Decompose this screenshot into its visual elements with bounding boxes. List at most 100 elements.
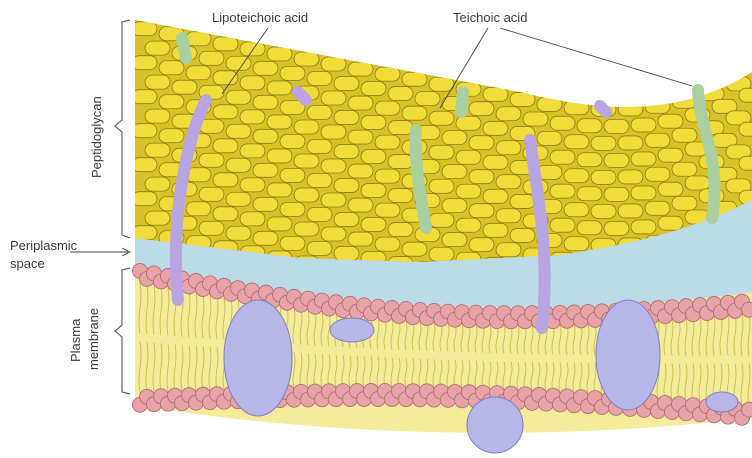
peptidoglycan-unit bbox=[199, 221, 224, 235]
peptidoglycan-unit bbox=[226, 226, 251, 240]
peptidoglycan-unit bbox=[496, 243, 521, 257]
peptidoglycan-unit bbox=[456, 116, 481, 130]
phospholipid-head bbox=[742, 302, 752, 317]
peptidoglycan-unit bbox=[591, 204, 616, 218]
peptidoglycan-unit bbox=[226, 192, 251, 206]
peptidoglycan-unit bbox=[280, 236, 305, 250]
peptidoglycan-unit bbox=[739, 156, 752, 170]
peptidoglycan-unit bbox=[375, 169, 400, 183]
peptidoglycan-unit bbox=[577, 187, 602, 201]
teichoic-leader-2 bbox=[500, 28, 692, 86]
peptidoglycan-unit bbox=[348, 232, 373, 246]
peptidoglycan-unit bbox=[348, 164, 373, 178]
peptidoglycan-unit bbox=[469, 238, 494, 252]
peptidoglycan-unit bbox=[334, 144, 359, 158]
peptidoglycan-unit bbox=[361, 150, 386, 164]
peptidoglycan-unit bbox=[145, 177, 170, 191]
peptidoglycan-unit bbox=[604, 221, 629, 235]
peptidoglycan-unit bbox=[469, 170, 494, 184]
periplasmic-label-line2: space bbox=[10, 256, 45, 271]
peptidoglycan-unit bbox=[618, 204, 643, 218]
peptidoglycan-unit bbox=[645, 167, 670, 181]
peptidoglycan-unit bbox=[213, 139, 238, 153]
peptidoglycan-unit bbox=[672, 196, 697, 210]
peptidoglycan-unit bbox=[510, 228, 535, 242]
peptidoglycan-unit bbox=[577, 119, 602, 133]
peptidoglycan-unit bbox=[442, 233, 467, 247]
peptidoglycan-unit bbox=[388, 189, 413, 203]
peptidoglycan-unit bbox=[631, 118, 656, 132]
peptidoglycan-unit bbox=[618, 170, 643, 184]
peptidoglycan-unit bbox=[375, 101, 400, 115]
peptidoglycan-unit bbox=[132, 226, 157, 240]
peptidoglycan-unit bbox=[132, 158, 157, 172]
peptidoglycan-unit bbox=[280, 134, 305, 148]
peptidoglycan-unit bbox=[321, 57, 346, 71]
peptidoglycan-unit bbox=[321, 227, 346, 241]
peptidoglycan-unit bbox=[334, 246, 359, 260]
peptidoglycan-unit bbox=[442, 165, 467, 179]
peptidoglycan-unit bbox=[226, 124, 251, 138]
peptidoglycan-unit bbox=[402, 72, 427, 86]
peptidoglycan-unit bbox=[132, 124, 157, 138]
peptidoglycan-unit bbox=[240, 178, 265, 192]
peptidoglycan-unit bbox=[199, 153, 224, 167]
peptidoglycan-unit bbox=[321, 193, 346, 207]
peptidoglycan-unit bbox=[213, 105, 238, 119]
peptidoglycan-unit bbox=[253, 61, 278, 75]
peptidoglycan-unit bbox=[199, 51, 224, 65]
peptidoglycan-unit bbox=[685, 176, 710, 190]
peptidoglycan-unit bbox=[388, 223, 413, 237]
peptidoglycan-unit bbox=[645, 133, 670, 147]
peptidoglycan-unit bbox=[132, 90, 157, 104]
peptidoglycan-unit bbox=[591, 170, 616, 184]
peptidoglycan-unit bbox=[307, 71, 332, 85]
peptidoglycan-unit bbox=[361, 184, 386, 198]
peptidoglycan-unit bbox=[267, 81, 292, 95]
plasma-label-line1: Plasma bbox=[68, 318, 83, 362]
peptidoglycan-unit bbox=[564, 135, 589, 149]
peptidoglycan-unit bbox=[253, 95, 278, 109]
peptidoglycan-unit bbox=[334, 110, 359, 124]
membrane-protein bbox=[467, 397, 523, 453]
peptidoglycan-unit bbox=[550, 218, 575, 232]
periplasmic-label-line1: Periplasmic bbox=[10, 238, 78, 253]
phospholipid-head bbox=[742, 402, 752, 417]
peptidoglycan-unit bbox=[159, 61, 184, 75]
peptidoglycan-unit bbox=[564, 203, 589, 217]
peptidoglycan-unit bbox=[375, 203, 400, 217]
peptidoglycan-unit bbox=[145, 109, 170, 123]
peptidoglycan-unit bbox=[294, 188, 319, 202]
peptidoglycan-unit bbox=[361, 82, 386, 96]
peptidoglycan-unit bbox=[280, 202, 305, 216]
peptidoglycan-unit bbox=[550, 150, 575, 164]
peptidoglycan-unit bbox=[361, 116, 386, 130]
peptidoglycan-unit bbox=[321, 91, 346, 105]
peptidoglycan-unit bbox=[294, 52, 319, 66]
plasma-membrane-brace bbox=[115, 268, 130, 394]
peptidoglycan-unit bbox=[442, 131, 467, 145]
peptidoglycan-unit bbox=[658, 114, 683, 128]
peptidoglycan-unit bbox=[159, 95, 184, 109]
peptidoglycan-unit bbox=[631, 186, 656, 200]
membrane-protein bbox=[330, 318, 374, 342]
peptidoglycan-label: Peptidoglycan bbox=[89, 96, 104, 178]
peptidoglycan-unit bbox=[429, 145, 454, 159]
peptidoglycan-unit bbox=[307, 173, 332, 187]
peptidoglycan-unit bbox=[564, 237, 589, 251]
membrane-protein bbox=[224, 300, 292, 416]
peptidoglycan-unit bbox=[267, 217, 292, 231]
peptidoglycan-unit bbox=[537, 131, 562, 145]
peptidoglycan-unit bbox=[375, 135, 400, 149]
peptidoglycan-unit bbox=[348, 62, 373, 76]
peptidoglycan-unit bbox=[645, 201, 670, 215]
peptidoglycan-unit bbox=[334, 178, 359, 192]
peptidoglycan-unit bbox=[429, 179, 454, 193]
peptidoglycan-unit bbox=[199, 187, 224, 201]
peptidoglycan-unit bbox=[618, 136, 643, 150]
peptidoglycan-unit bbox=[294, 120, 319, 134]
peptidoglycan-unit bbox=[226, 158, 251, 172]
peptidoglycan-unit bbox=[388, 121, 413, 135]
peptidoglycan-unit bbox=[253, 197, 278, 211]
